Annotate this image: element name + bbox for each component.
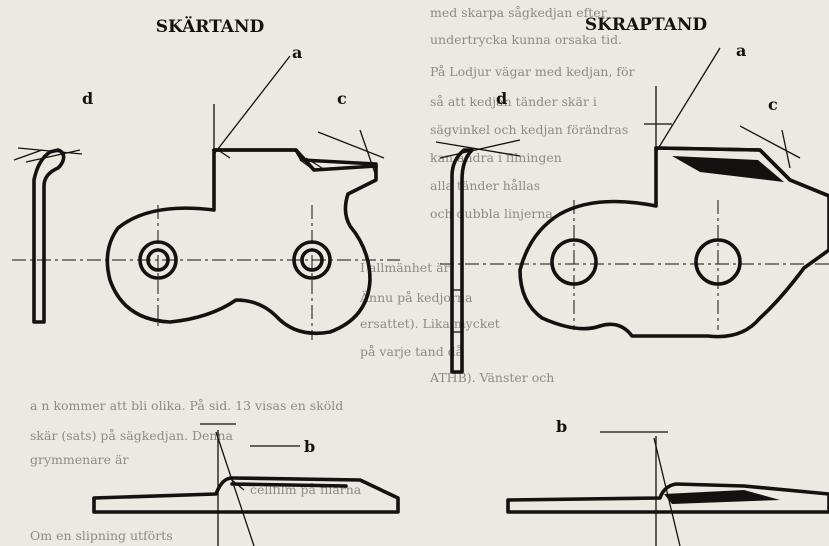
bg-line-14: a n kommer att bli olika. På sid. 13 vis… bbox=[30, 398, 343, 413]
title-skraptand: SKRAPTAND bbox=[585, 15, 708, 35]
skraptand-top-plate bbox=[654, 146, 829, 198]
skartand-left-rivet-inner bbox=[146, 248, 170, 272]
skartand-c-angle-line bbox=[317, 131, 385, 159]
skartand-chamfer-hatch-2 bbox=[305, 157, 323, 169]
skraptand-c-angle-line bbox=[739, 125, 801, 159]
skartand-label-a: a bbox=[292, 43, 302, 62]
bg-line-7: alla tänder hållas bbox=[430, 178, 540, 193]
bg-line-11: ersattet). Lika mycket bbox=[360, 316, 500, 331]
skartand-d-angle-line-1 bbox=[17, 147, 83, 155]
bg-line-4: så att kedjan tänder skär i bbox=[430, 94, 597, 109]
bg-line-6: kan ändra i filningen bbox=[430, 150, 562, 165]
skraptand-label-c: c bbox=[768, 95, 778, 114]
skraptand-a-angle-line bbox=[655, 47, 721, 153]
skraptand-side-plate bbox=[450, 148, 474, 374]
skartand-side-inner-edge bbox=[230, 482, 348, 488]
skraptand-label-a: a bbox=[736, 41, 746, 60]
skartand-side-profile bbox=[92, 476, 400, 514]
skartand-top-plate bbox=[212, 148, 378, 172]
title-skartand: SKÄRTAND bbox=[156, 16, 265, 37]
bg-line-16: grymmenare är bbox=[30, 452, 128, 467]
bg-line-13: ATHB). Vänster och bbox=[429, 370, 554, 385]
bg-line-17: Om en slipning utförts bbox=[30, 528, 173, 543]
skartand-side-plate bbox=[32, 148, 66, 324]
skartand-a-angle-line bbox=[213, 55, 291, 155]
skraptand-side-view: b bbox=[506, 417, 829, 546]
skraptand-right-hole bbox=[694, 238, 742, 286]
background-text-block: med skarpa sågkedjan efter undertrycka k… bbox=[30, 5, 635, 543]
skraptand-side-profile bbox=[506, 482, 829, 514]
skraptand-d-angle-line-2 bbox=[439, 139, 521, 159]
bg-line-3: På Lodjur vägar med kedjan, för bbox=[430, 64, 635, 79]
skartand-label-b: b bbox=[304, 437, 315, 456]
skartand-left-rivet-outer bbox=[138, 240, 178, 280]
skartand-c-arc bbox=[359, 129, 377, 177]
skartand-cutter-body bbox=[105, 148, 378, 336]
skartand-chamfer-hatch-1 bbox=[299, 159, 315, 171]
bg-line-10: Ännu på kedjorna bbox=[359, 289, 473, 305]
bg-line-2: undertrycka kunna orsaka tid. bbox=[430, 32, 622, 47]
skartand-edge-hatch bbox=[217, 149, 231, 159]
skartand-d-angle-line-2 bbox=[25, 149, 81, 163]
skartand-right-rivet-outer bbox=[292, 240, 332, 280]
bg-line-1: med skarpa sågkedjan efter bbox=[430, 5, 607, 20]
bg-line-9: I allmänhet är bbox=[360, 260, 450, 275]
skartand-side-hatch bbox=[231, 479, 245, 491]
bg-line-15: skär (sats) på sägkedjan. Denna bbox=[30, 428, 234, 443]
skartand-label-c: c bbox=[337, 89, 347, 108]
skartand-label-d: d bbox=[82, 89, 93, 108]
skartand-top-view: d a c bbox=[12, 43, 400, 340]
skraptand-label-b: b bbox=[556, 417, 567, 436]
skraptand-c-arc bbox=[781, 129, 791, 169]
skraptand-top-view: d a c bbox=[435, 41, 829, 374]
skraptand-cutter-body bbox=[518, 146, 829, 339]
bg-line-5: sägvinkel och kedjan förändras bbox=[430, 122, 628, 137]
bg-line-8: och dubbla linjerna bbox=[430, 206, 553, 221]
skraptand-left-hole bbox=[550, 238, 598, 286]
skraptand-b-angle-line bbox=[653, 437, 681, 546]
skraptand-label-d: d bbox=[496, 89, 507, 108]
bg-line-12: på varje tand då bbox=[360, 344, 464, 359]
skartand-side-view: b bbox=[92, 423, 400, 546]
skraptand-chamfer-dark bbox=[672, 156, 784, 182]
skartand-b-angle-line bbox=[215, 431, 255, 546]
skartand-right-rivet-inner bbox=[300, 248, 324, 272]
skartand-d-arc bbox=[13, 149, 43, 161]
skraptand-side-dark bbox=[664, 490, 780, 504]
